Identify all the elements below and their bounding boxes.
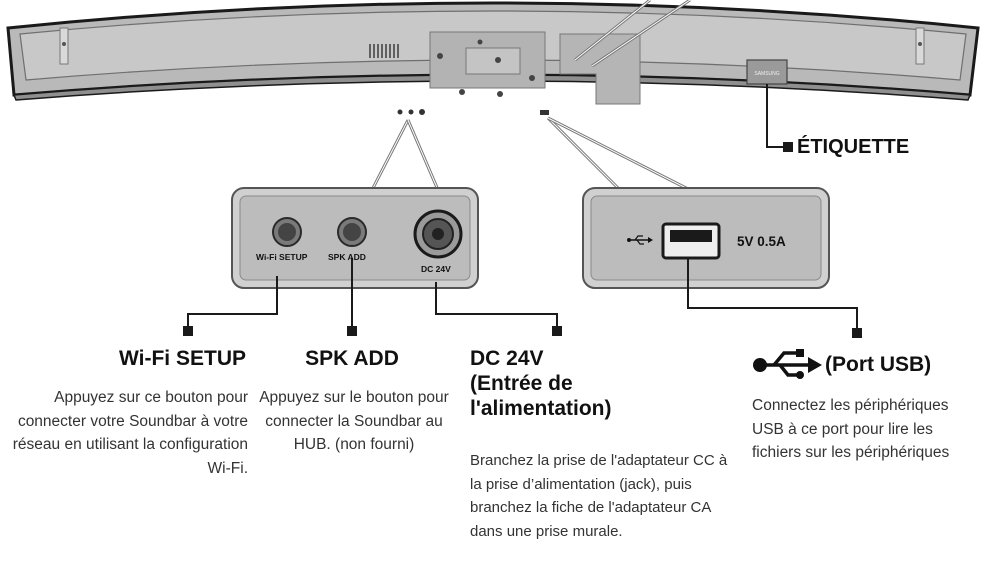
spk-add-description: Appuyez sur le bouton pour connecter la … (259, 389, 449, 453)
spk-add-heading: SPK ADD (305, 347, 399, 370)
dc-24v-label: DC 24V (421, 264, 451, 274)
dc-24v-heading: DC 24V (Entrée de l'alimentation) (470, 346, 690, 421)
wifi-setup-label: Wi-Fi SETUP (256, 252, 308, 262)
wifi-setup-button (272, 217, 302, 247)
etiquette-label: ÉTIQUETTE (797, 136, 910, 158)
usb-port-heading: (Port USB) (825, 353, 932, 376)
usb-spec-label: 5V 0.5A (737, 234, 786, 249)
dc-24v-description: Branchez la prise de l'adaptateur CC à l… (470, 452, 728, 540)
rear-panel-left (231, 187, 479, 289)
wifi-setup-description: Appuyez sur ce bouton pour connecter vot… (12, 389, 248, 477)
rear-panel-right (582, 187, 830, 289)
spk-add-label: SPK ADD (328, 252, 366, 262)
brand-text: SAMSUNG (754, 71, 779, 77)
dc-24v-jack (413, 209, 463, 259)
dc-24v-title-line1: DC 24V (470, 347, 544, 370)
dc-24v-title-line3: l'alimentation) (470, 397, 612, 420)
vent-grill (369, 44, 399, 58)
usb-symbol-icon (753, 349, 822, 379)
usb-port (661, 222, 721, 260)
usb-icon (627, 235, 653, 245)
wifi-setup-heading: Wi-Fi SETUP (119, 347, 246, 370)
leader-lines (187, 258, 858, 330)
usb-port-description: Connectez les périphériques USB à ce por… (752, 397, 950, 461)
dc-24v-title-line2: (Entrée de (470, 372, 573, 395)
soundbar-body: SAMSUNG (6, 1, 980, 115)
spk-add-button (337, 217, 367, 247)
